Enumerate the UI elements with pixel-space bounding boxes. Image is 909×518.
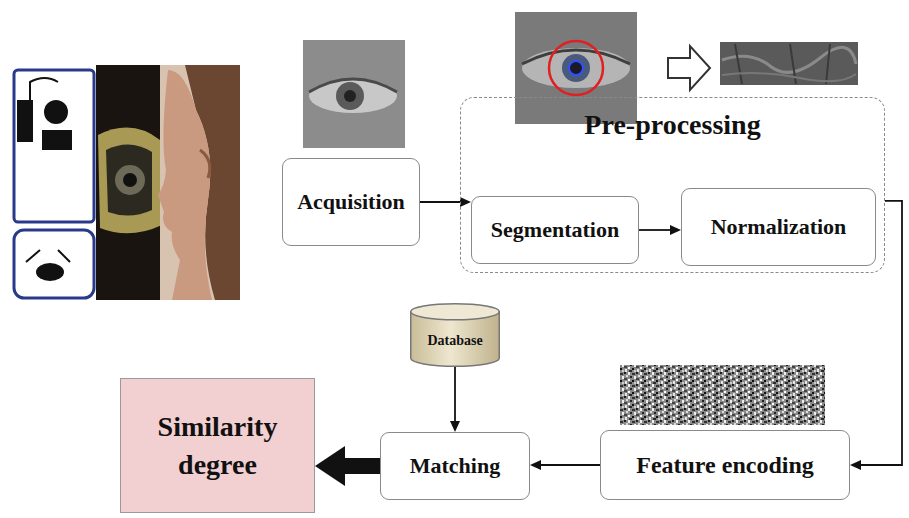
node-label: Segmentation xyxy=(491,217,619,243)
cylinder-top xyxy=(411,304,500,320)
ear xyxy=(200,150,210,178)
process-box: Feature encoding xyxy=(600,430,850,500)
thick-arrow xyxy=(345,458,380,474)
scanner-photo xyxy=(10,65,240,300)
eye-image xyxy=(303,40,405,148)
panel xyxy=(14,230,94,298)
panel xyxy=(14,70,94,222)
segmented-eye-image xyxy=(515,12,637,124)
photo-dark xyxy=(96,65,166,300)
face xyxy=(158,70,212,300)
scanner-window xyxy=(106,144,152,215)
photo-ground xyxy=(10,65,240,300)
node-label: Database xyxy=(427,333,482,350)
flow-arrow xyxy=(420,201,460,203)
flow-arrow xyxy=(639,229,670,231)
hollow-arrow xyxy=(668,46,710,90)
scanner-lens xyxy=(123,173,137,187)
node-label: Acquisition xyxy=(297,189,405,215)
panel-line xyxy=(26,250,70,262)
node-label: Matching xyxy=(410,453,500,479)
process-box: Acquisition xyxy=(282,158,420,246)
normalized-iris-strip xyxy=(720,42,858,85)
process-box: Segmentation xyxy=(471,196,639,264)
panel-shape xyxy=(44,100,68,124)
process-box: Normalization xyxy=(681,188,876,266)
scanner-device xyxy=(98,128,162,234)
result-box: Similarity degree xyxy=(120,378,315,513)
group-box: Pre-processingSegmentation Normalization xyxy=(460,97,885,273)
flow-arrow xyxy=(454,367,456,421)
panel-shape xyxy=(42,130,72,150)
panel-shape xyxy=(17,100,33,142)
scanner-lens xyxy=(115,165,145,195)
node-label: Feature encoding xyxy=(636,451,814,480)
node-label: Normalization xyxy=(711,214,847,240)
node-label: Similarity degree xyxy=(134,408,301,484)
iris-code-image xyxy=(620,365,825,425)
panel-line xyxy=(30,78,58,100)
flow-arrow xyxy=(541,464,600,466)
panel-eye xyxy=(36,263,64,281)
database-cylinder: Database xyxy=(410,303,500,367)
process-box: Matching xyxy=(380,432,530,500)
group-title: Pre-processing xyxy=(584,108,760,142)
